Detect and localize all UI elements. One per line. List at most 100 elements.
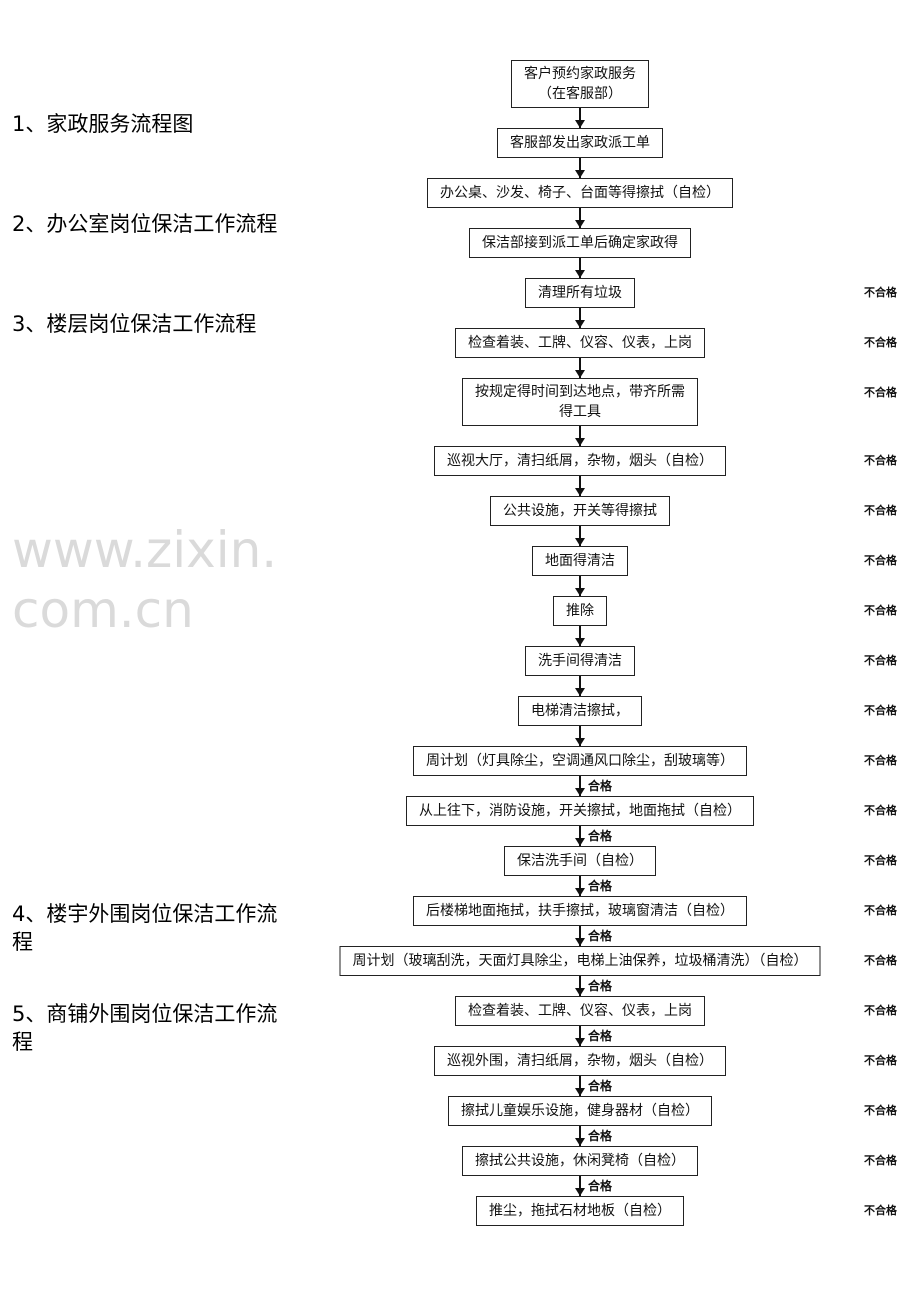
pass-label: 合格 bbox=[588, 1079, 613, 1093]
fail-label: 不合格 bbox=[864, 854, 897, 867]
step-text: 推尘，拖拭石材地板（自检） bbox=[489, 1203, 671, 1219]
heading-2: 2、办公室岗位保洁工作流程 bbox=[12, 212, 278, 236]
arrow-down-icon bbox=[575, 488, 585, 496]
step-text: 电梯清洁擦拭， bbox=[531, 703, 629, 719]
step-text: 巡视外围，清扫纸屑，杂物，烟头（自检） bbox=[447, 1053, 713, 1069]
pass-label: 合格 bbox=[588, 979, 613, 993]
step-text: 客户预约家政服务 bbox=[524, 66, 636, 82]
flow-step: 巡视外围，清扫纸屑，杂物，烟头（自检） bbox=[434, 1046, 726, 1076]
step-text: 按规定得时间到达地点，带齐所需 bbox=[475, 384, 685, 400]
fail-label: 不合格 bbox=[864, 654, 897, 667]
arrow-down-icon bbox=[575, 888, 585, 896]
step-text: 巡视大厅，清扫纸屑，杂物，烟头（自检） bbox=[447, 453, 713, 469]
watermark: www.zixin.com.cn bbox=[12, 521, 278, 639]
arrow-down-icon bbox=[575, 788, 585, 796]
fail-label: 不合格 bbox=[864, 1204, 897, 1217]
step-text: （在客服部） bbox=[538, 86, 622, 102]
fail-label: 不合格 bbox=[864, 704, 897, 717]
heading-5: 5、商铺外围岗位保洁工作流程 bbox=[12, 1002, 278, 1054]
flow-step: 按规定得时间到达地点，带齐所需得工具 bbox=[462, 378, 698, 426]
arrow-down-icon bbox=[575, 220, 585, 228]
arrow-down-icon bbox=[575, 1088, 585, 1096]
fail-label: 不合格 bbox=[864, 754, 897, 767]
arrow-down-icon bbox=[575, 170, 585, 178]
flow-step: 从上往下，消防设施，开关擦拭，地面拖拭（自检） bbox=[406, 796, 754, 826]
fail-label: 不合格 bbox=[864, 336, 897, 349]
step-text: 地面得清洁 bbox=[545, 553, 615, 569]
flow-step: 客户预约家政服务 （在客服部） bbox=[511, 60, 649, 108]
flow-step: 检查着装、工牌、仪容、仪表，上岗 bbox=[455, 328, 705, 358]
pass-label: 合格 bbox=[588, 929, 613, 943]
flow-step: 推尘，拖拭石材地板（自检） bbox=[476, 1196, 684, 1226]
step-text: 保洁部接到派工单后确定家政得 bbox=[482, 235, 678, 251]
flow-step: 清理所有垃圾 bbox=[525, 278, 635, 308]
flow-step: 公共设施，开关等得擦拭 bbox=[490, 496, 670, 526]
fail-label: 不合格 bbox=[864, 454, 897, 467]
flow-step: 推除 bbox=[553, 596, 607, 626]
fail-label: 不合格 bbox=[864, 1104, 897, 1117]
flow-step: 保洁部接到派工单后确定家政得 bbox=[469, 228, 691, 258]
arrow-down-icon bbox=[575, 438, 585, 446]
arrow-down-icon bbox=[575, 370, 585, 378]
flow-step: 客服部发出家政派工单 bbox=[497, 128, 663, 158]
pass-label: 合格 bbox=[588, 779, 613, 793]
arrow-down-icon bbox=[575, 638, 585, 646]
flow-step: 洗手间得清洁 bbox=[525, 646, 635, 676]
fail-label: 不合格 bbox=[864, 286, 897, 299]
arrow-down-icon bbox=[575, 1038, 585, 1046]
fail-label: 不合格 bbox=[864, 554, 897, 567]
arrow-down-icon bbox=[575, 120, 585, 128]
fail-label: 不合格 bbox=[864, 1054, 897, 1067]
flow-step: 检查着装、工牌、仪容、仪表，上岗 bbox=[455, 996, 705, 1026]
fail-label: 不合格 bbox=[864, 1004, 897, 1017]
fail-label: 不合格 bbox=[864, 604, 897, 617]
arrow-down-icon bbox=[575, 838, 585, 846]
fail-label: 不合格 bbox=[864, 386, 897, 399]
fail-label: 不合格 bbox=[864, 1154, 897, 1167]
step-text: 检查着装、工牌、仪容、仪表，上岗 bbox=[468, 1003, 692, 1019]
step-text: 后楼梯地面拖拭，扶手擦拭，玻璃窗清洁（自检） bbox=[426, 903, 734, 919]
arrow-down-icon bbox=[575, 538, 585, 546]
flow-step: 擦拭儿童娱乐设施，健身器材（自检） bbox=[448, 1096, 712, 1126]
step-text: 检查着装、工牌、仪容、仪表，上岗 bbox=[468, 335, 692, 351]
arrow-down-icon bbox=[575, 738, 585, 746]
pass-label: 合格 bbox=[588, 1179, 613, 1193]
flow-step: 后楼梯地面拖拭，扶手擦拭，玻璃窗清洁（自检） bbox=[413, 896, 747, 926]
flow-step: 电梯清洁擦拭， bbox=[518, 696, 642, 726]
heading-4: 4、楼宇外围岗位保洁工作流程 bbox=[12, 902, 278, 954]
pass-label: 合格 bbox=[588, 1129, 613, 1143]
pass-label: 合格 bbox=[588, 829, 613, 843]
flow-step: 周计划（灯具除尘，空调通风口除尘，刮玻璃等） bbox=[413, 746, 747, 776]
arrow-down-icon bbox=[575, 270, 585, 278]
step-text: 擦拭公共设施，休闲凳椅（自检） bbox=[475, 1153, 685, 1169]
step-text: 周计划（灯具除尘，空调通风口除尘，刮玻璃等） bbox=[426, 753, 734, 769]
step-text: 得工具 bbox=[559, 404, 601, 420]
arrow-down-icon bbox=[575, 320, 585, 328]
arrow-down-icon bbox=[575, 688, 585, 696]
arrow-down-icon bbox=[575, 1138, 585, 1146]
pass-label: 合格 bbox=[588, 1029, 613, 1043]
heading-3: 3、楼层岗位保洁工作流程 bbox=[12, 312, 257, 336]
step-text: 保洁洗手间（自检） bbox=[517, 853, 643, 869]
step-text: 办公桌、沙发、椅子、台面等得擦拭（自检） bbox=[440, 185, 720, 201]
step-text: 客服部发出家政派工单 bbox=[510, 135, 650, 151]
flow-step: 保洁洗手间（自检） bbox=[504, 846, 656, 876]
arrow-down-icon bbox=[575, 938, 585, 946]
fail-label: 不合格 bbox=[864, 954, 897, 967]
step-text: 周计划（玻璃刮洗，天面灯具除尘，电梯上油保养，垃圾桶清洗）（自检） bbox=[352, 953, 808, 969]
step-text: 清理所有垃圾 bbox=[538, 285, 622, 301]
pass-label: 合格 bbox=[588, 879, 613, 893]
flow-step: 巡视大厅，清扫纸屑，杂物，烟头（自检） bbox=[434, 446, 726, 476]
fail-label: 不合格 bbox=[864, 504, 897, 517]
step-text: 推除 bbox=[566, 603, 594, 619]
arrow-down-icon bbox=[575, 988, 585, 996]
flow-step: 擦拭公共设施，休闲凳椅（自检） bbox=[462, 1146, 698, 1176]
flow-step: 办公桌、沙发、椅子、台面等得擦拭（自检） bbox=[427, 178, 733, 208]
step-text: 公共设施，开关等得擦拭 bbox=[503, 503, 657, 519]
step-text: 从上往下，消防设施，开关擦拭，地面拖拭（自检） bbox=[419, 803, 741, 819]
arrow-down-icon bbox=[575, 588, 585, 596]
arrow-down-icon bbox=[575, 1188, 585, 1196]
flow-step: 周计划（玻璃刮洗，天面灯具除尘，电梯上油保养，垃圾桶清洗）（自检） bbox=[339, 946, 821, 976]
step-text: 擦拭儿童娱乐设施，健身器材（自检） bbox=[461, 1103, 699, 1119]
